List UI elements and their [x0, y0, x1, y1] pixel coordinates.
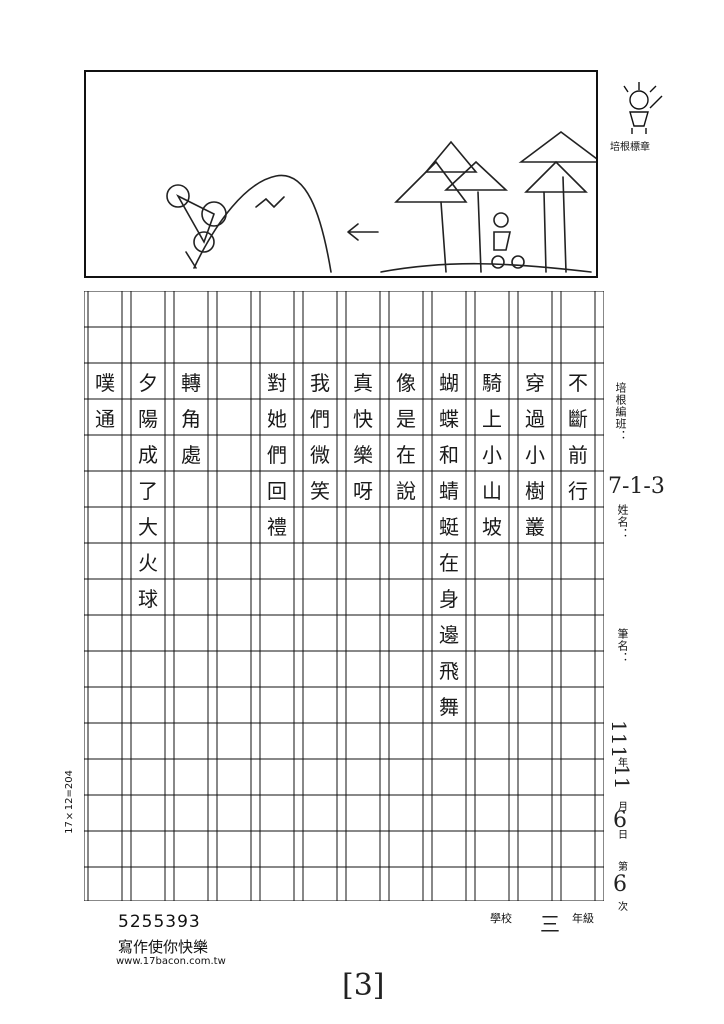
- footer-url: www.17bacon.com.tw: [116, 956, 226, 967]
- grid-character: 樹: [525, 478, 545, 503]
- text-column: 噗通: [88, 291, 131, 901]
- count-value: 6: [613, 872, 627, 897]
- day-value: 6: [613, 808, 627, 833]
- mascot-icon: [623, 82, 663, 134]
- stamp-label: 培根標章: [610, 142, 650, 153]
- text-column: 夕陽成了大火球: [131, 291, 174, 901]
- grid-character: 和: [439, 442, 459, 467]
- grid-character: 火: [138, 550, 158, 575]
- grid-character: 微: [310, 442, 330, 467]
- grid-character: 她: [267, 406, 287, 431]
- grid-character: 對: [267, 370, 287, 395]
- month-value: 11: [610, 764, 634, 790]
- text-column: 轉角處: [174, 291, 217, 901]
- grid-character: 像: [396, 370, 416, 395]
- grade-value: 三: [540, 912, 560, 936]
- grid-character: 角: [181, 406, 201, 431]
- footer-slogan: 寫作使你快樂: [118, 938, 209, 956]
- grid-character: 大: [138, 514, 158, 539]
- grid-character: 樂: [353, 442, 373, 467]
- grid-character: 叢: [525, 514, 545, 539]
- count-suffix: 次: [618, 902, 628, 913]
- grid-character: 不: [568, 370, 588, 395]
- grid-character: 蜓: [439, 514, 459, 539]
- text-column: 騎上小山坡: [475, 291, 518, 901]
- page-number: [3]: [342, 968, 385, 1003]
- grid-lines: [84, 291, 604, 901]
- grid-character: 禮: [267, 514, 287, 539]
- grid-character: 真: [353, 370, 373, 395]
- day-label: 日: [618, 830, 628, 841]
- month-label: 月: [618, 802, 628, 813]
- text-column: 真快樂呀: [346, 291, 389, 901]
- grid-character: 過: [525, 406, 545, 431]
- grid-character: 舞: [439, 694, 459, 719]
- grid-character: 快: [353, 406, 373, 431]
- mascot-stamp: [610, 78, 668, 136]
- grid-character: 們: [267, 442, 287, 467]
- grid-character: 球: [138, 586, 158, 611]
- grid-character: 陽: [138, 406, 158, 431]
- year-label: 年: [618, 758, 628, 769]
- grid-character: 在: [439, 550, 459, 575]
- grid-character: 在: [396, 442, 416, 467]
- grid-character: 小: [525, 442, 545, 467]
- text-column: 蝴蝶和蜻蜓在身邊飛舞: [432, 291, 475, 901]
- grid-character: 處: [181, 442, 201, 467]
- grid-character: 蝶: [439, 406, 459, 431]
- grid-character: 蝴: [439, 370, 459, 395]
- grid-character: 轉: [181, 370, 201, 395]
- count-prefix: 第: [618, 862, 628, 873]
- grid-character: 身: [439, 586, 459, 611]
- grid-character: 呀: [353, 478, 373, 503]
- text-column: 不斷前行: [561, 291, 604, 901]
- grid-character: 說: [396, 478, 416, 503]
- grid-character: 上: [482, 406, 502, 431]
- footer-phone: 5255393: [118, 912, 201, 932]
- grid-character: 騎: [482, 370, 502, 395]
- grid-character: 小: [482, 442, 502, 467]
- grid-character: 行: [568, 478, 588, 503]
- penname-label: 筆名：: [616, 628, 629, 664]
- grid-character: 笑: [310, 478, 330, 503]
- school-label: 學校: [490, 912, 512, 925]
- grid-character: 前: [568, 442, 588, 467]
- grid-character: 了: [138, 478, 158, 503]
- grid-character: 坡: [482, 514, 502, 539]
- text-column: [217, 291, 260, 901]
- text-column: 我們微笑: [303, 291, 346, 901]
- child-drawing: [166, 131, 604, 273]
- writing-grid: 不斷前行穿過小樹叢騎上小山坡蝴蝶和蜻蜓在身邊飛舞像是在說真快樂呀我們微笑對她們回…: [84, 291, 604, 901]
- grid-spec: 17×12=204: [64, 770, 75, 834]
- grid-character: 成: [138, 442, 158, 467]
- grid-character: 噗: [95, 370, 115, 395]
- grade-label: 年級: [572, 912, 594, 925]
- grid-character: 我: [310, 370, 330, 395]
- grid-character: 蜻: [439, 478, 459, 503]
- text-column: 像是在說: [389, 291, 432, 901]
- grid-character: 是: [396, 406, 416, 431]
- grid-character: 夕: [138, 370, 158, 395]
- illustration-box: [84, 70, 604, 278]
- grid-character: 回: [267, 478, 287, 503]
- text-column: 穿過小樹叢: [518, 291, 561, 901]
- grid-character: 山: [482, 478, 502, 503]
- class-label: 培根編班：: [614, 382, 627, 442]
- class-code: 7-1-3: [608, 474, 665, 499]
- grid-character: 斷: [568, 406, 588, 431]
- grid-character: 邊: [439, 622, 459, 647]
- year-value: 111: [607, 720, 631, 759]
- text-column: 對她們回禮: [260, 291, 303, 901]
- grid-character: 們: [310, 406, 330, 431]
- grid-character: 通: [95, 406, 115, 431]
- grid-character: 飛: [439, 658, 459, 683]
- grid-character: 穿: [525, 370, 545, 395]
- name-label: 姓名：: [616, 504, 629, 540]
